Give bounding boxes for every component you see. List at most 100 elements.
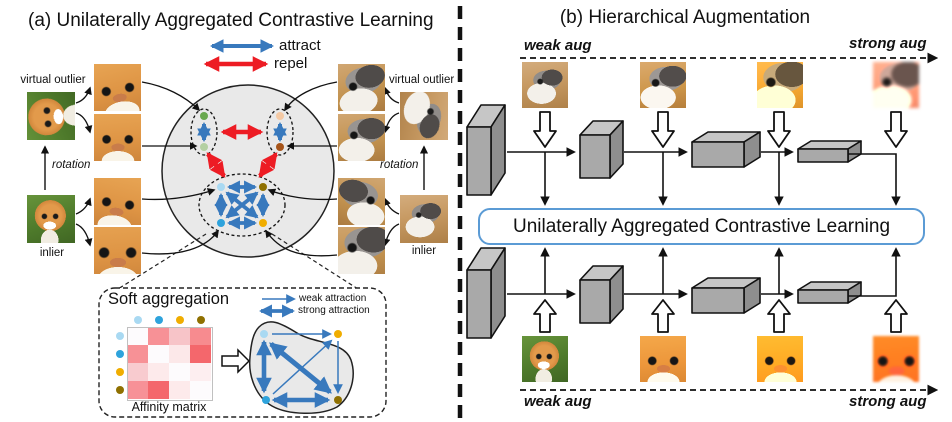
panel-a-title: (a) Unilaterally Aggregated Contrastive … [28,10,434,31]
embedding-dots [200,112,284,227]
cat-image-left-view-3 [94,178,141,225]
encoder-boxes-top [466,104,862,196]
dot-brown [276,143,284,151]
soft-agg-legend-arrows [259,294,296,318]
matrix-cell-3-1 [148,381,169,399]
matrix-cell-3-2 [169,381,190,399]
strong-aug-label-bottom: strong aug [849,393,927,410]
legend-repel-label: repel [274,55,308,72]
matrix-cell-1-2 [169,345,190,363]
inlier-cluster [198,173,286,237]
outlier-cluster-right [266,108,294,156]
dot-gold [259,219,267,227]
magnifier-lines [117,233,359,290]
aggregation-graph-nodes [260,330,342,404]
cluster-ellipses [190,108,294,237]
matrix-cell-1-0 [127,345,148,363]
matrix-cell-0-3 [190,327,211,345]
rotation-arrows [40,145,429,190]
cat-image-aug-bottom-3 [757,336,803,382]
matrix-cell-2-3 [190,363,211,381]
panel-b-title: (b) Hierarchical Augmentation [559,7,811,28]
contrastive-learning-module-label: Unilaterally Aggregated Contrastive Lear… [512,215,891,237]
cat-image-inlier-right [400,195,448,243]
strong-edge-diagonal [269,342,332,394]
cat-image-right-view-3 [338,178,385,225]
dot-green [200,112,208,120]
attract-arrows [197,39,287,230]
matrix-row-dot-3 [116,386,124,394]
embedding-space-circle [161,84,335,258]
cat-image-inlier-left [27,195,75,243]
outlier-cluster-left [190,108,218,156]
matrix-row-dot-1 [116,350,124,358]
inlier-label-left: inlier [39,247,65,259]
flow-arrows-bottom [507,247,901,299]
repel-arrows [203,56,278,178]
matrix-cell-2-1 [148,363,169,381]
matrix-row-dot-0 [116,332,124,340]
inlier-label-right: inlier [411,245,437,257]
weak-aug-label-bottom: weak aug [524,393,592,410]
virtual-outlier-label-right: virtual outlier [389,74,455,86]
matrix-col-dot-1 [154,316,163,324]
cat-image-virtual-outlier-left [27,92,75,140]
matrix-cell-3-3 [190,381,211,399]
cat-image-aug-top-4 [873,62,919,108]
cat-image-right-view-2 [338,114,385,161]
cat-image-aug-bottom-1 [522,336,568,382]
cat-image-aug-top-2 [640,62,686,108]
cat-image-left-view-4 [94,227,141,274]
encoder-stage-3-bottom [691,277,761,314]
cat-image-right-view-4 [338,227,385,274]
cat-image-left-view-2 [94,114,141,161]
cat-image-virtual-outlier-right [400,92,448,140]
encoder-stage-4-top [797,140,862,163]
matrix-cell-2-0 [127,363,148,381]
rotation-label-right: rotation [380,159,419,171]
cat-image-aug-top-1 [522,62,568,108]
contrastive-learning-module: Unilaterally Aggregated Contrastive Lear… [478,208,925,245]
matrix-cell-0-2 [169,327,190,345]
encoder-stage-2-top [579,120,624,179]
matrix-row-dot-2 [116,368,124,376]
strong-attraction-label: strong attraction [298,305,370,316]
affinity-matrix [113,313,211,399]
dot-lightblue [217,183,225,191]
matrix-col-dot-3 [196,316,205,324]
source-to-crop-connectors [75,86,400,247]
cat-image-left-view-1 [94,64,141,111]
dot-peach [276,112,284,120]
input-arrows-top [533,111,908,148]
encoder-stage-2-bottom [579,265,624,324]
dot-blue [217,219,225,227]
dot-olive [259,183,267,191]
encoder-boxes-bottom [466,247,862,339]
matrix-cell-1-1 [148,345,169,363]
dot-pale-green [200,143,208,151]
matrix-col-dot-2 [175,316,184,324]
encoder-stage-4-bottom [797,281,862,304]
encoder-stage-1-top [466,104,506,196]
matrix-cell-2-2 [169,363,190,381]
matrix-to-graph-arrow [221,348,251,374]
weak-attraction-label: weak attraction [299,293,367,304]
matrix-cell-3-0 [127,381,148,399]
matrix-col-dot-0 [133,316,142,324]
cat-image-aug-top-3 [757,62,803,108]
weak-aug-label-top: weak aug [524,37,592,54]
encoder-stage-1-bottom [466,247,506,339]
cat-image-aug-bottom-2 [640,336,686,382]
strong-aug-label-top: strong aug [849,35,927,52]
crop-to-dot-connectors [141,81,338,257]
soft-aggregation-title: Soft aggregation [108,290,230,308]
matrix-cell-0-1 [148,327,169,345]
affinity-matrix-label: Affinity matrix [131,400,207,414]
flow-arrows-top [507,147,901,206]
aggregation-graph-edges [256,329,343,408]
cat-image-aug-bottom-4 [873,336,919,382]
encoder-stage-3-top [691,131,761,168]
rotation-label-left: rotation [52,159,91,171]
